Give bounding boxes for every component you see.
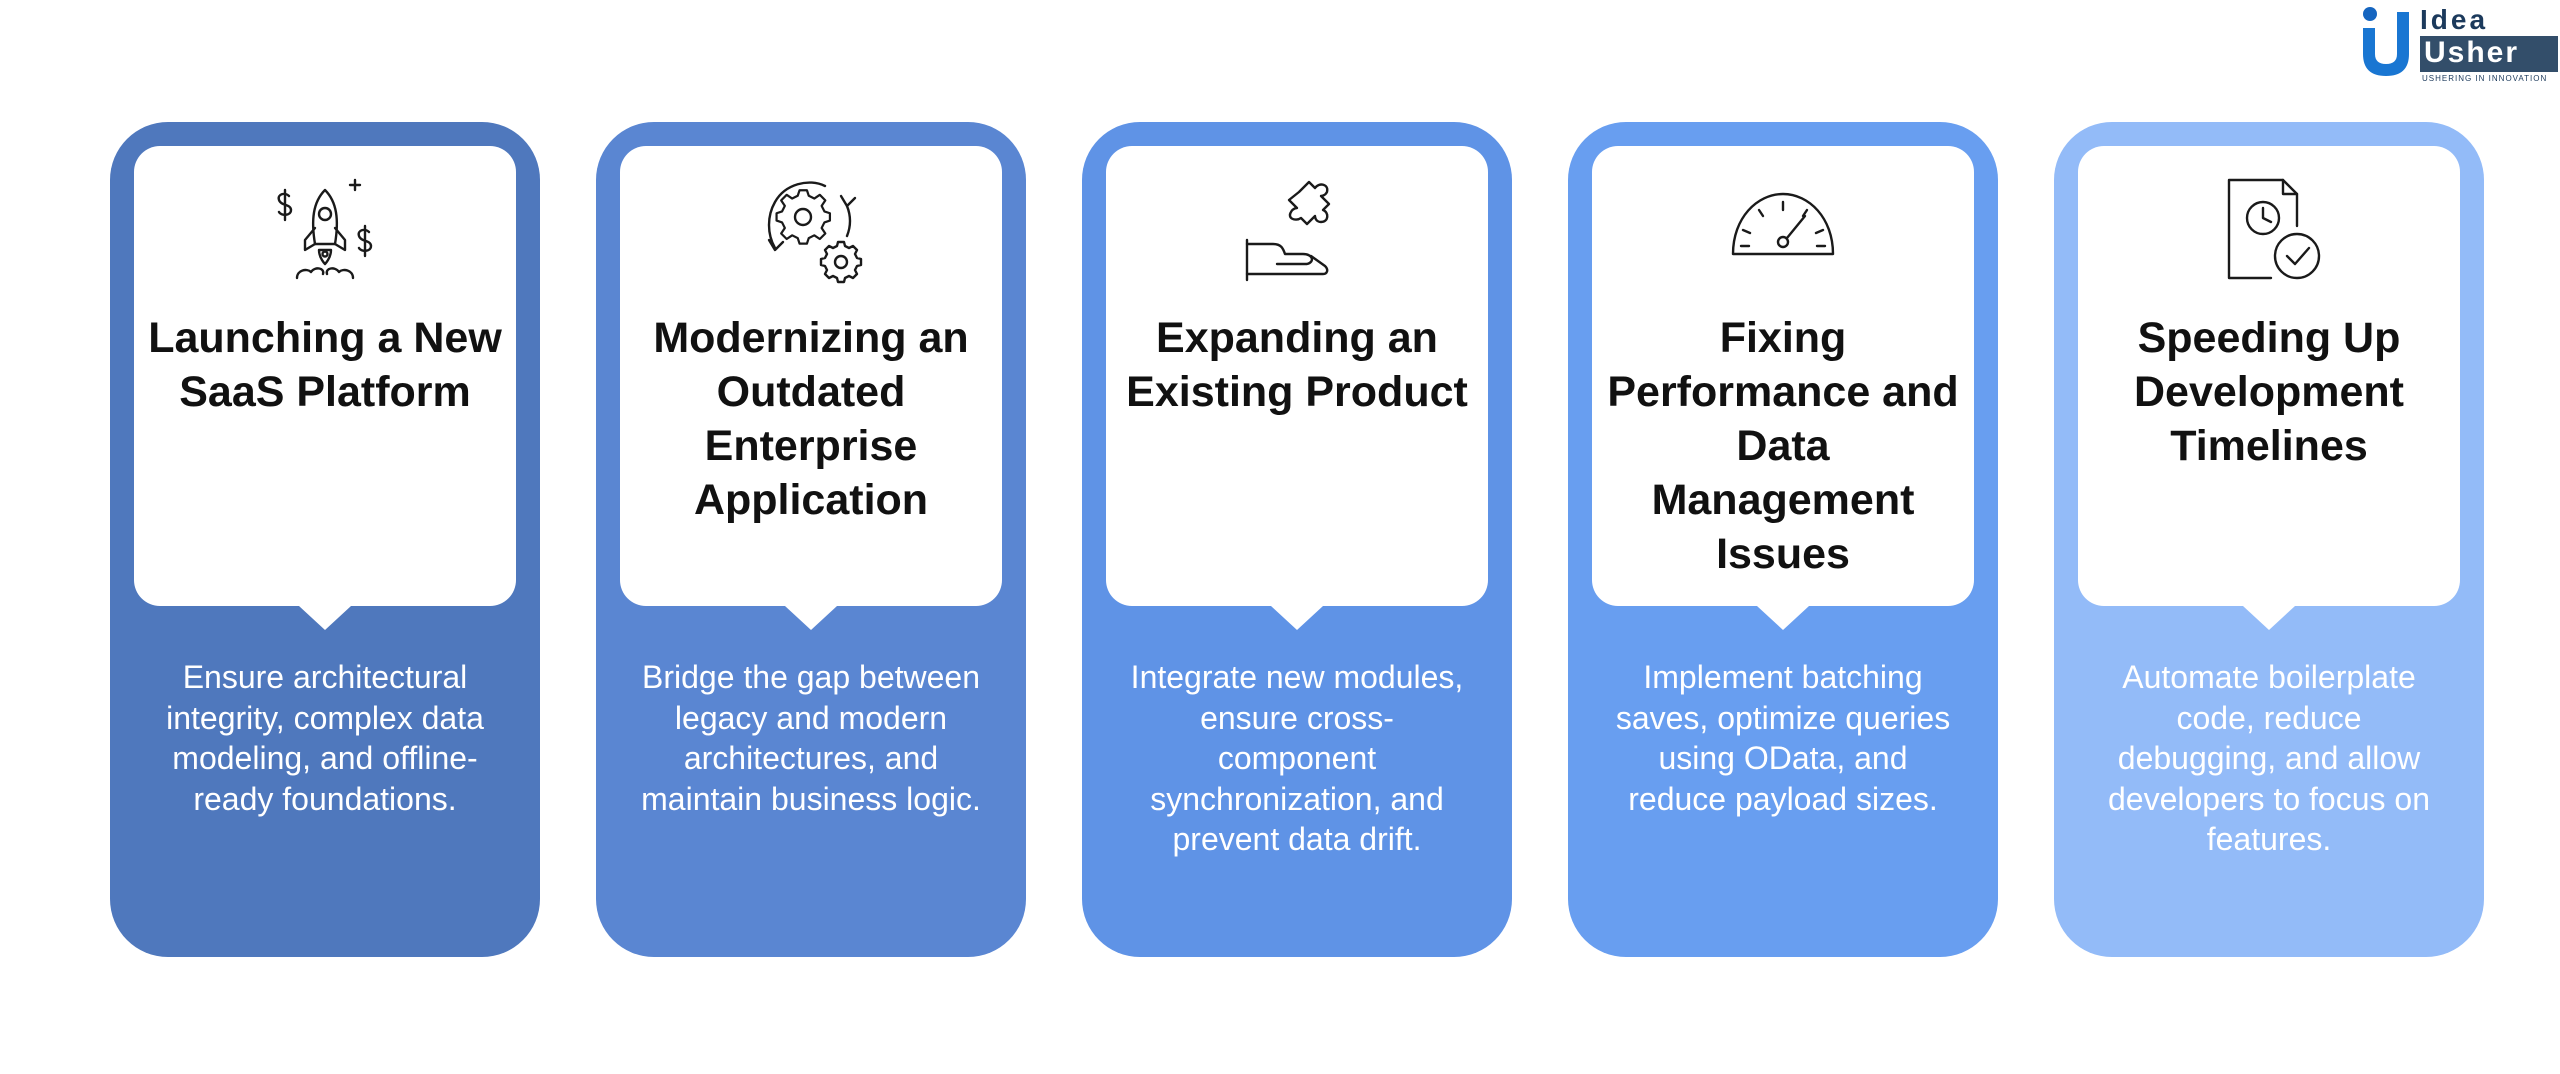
card-header-panel: Launching a New SaaS Platform — [134, 146, 516, 630]
logo-tagline: USHERING IN INNOVATION — [2422, 74, 2548, 83]
card-description: Implement batching saves, optimize queri… — [1615, 659, 1951, 817]
card-description: Bridge the gap between legacy and modern… — [641, 659, 981, 817]
card-expanding-product: Expanding an Existing Product Integrate … — [1082, 122, 1512, 957]
logo-usher-background — [2420, 36, 2558, 72]
card-pointer — [299, 606, 351, 630]
rocket-icon — [277, 178, 373, 280]
card-title: Launching a New SaaS Platform — [148, 314, 502, 416]
card-fixing-performance: Fixing Performance and Data Management I… — [1568, 122, 1998, 957]
speedometer-icon — [1731, 192, 1835, 256]
brand-logo: Idea Usher USHERING IN INNOVATION — [2350, 0, 2560, 90]
card-description: Integrate new modules, ensure cross-comp… — [1130, 659, 1464, 857]
logo-word-idea: Idea — [2420, 4, 2489, 35]
card-header-panel: Expanding an Existing Product — [1106, 146, 1488, 630]
card-saas-platform: Launching a New SaaS Platform Ensure arc… — [110, 122, 540, 957]
card-pointer — [1757, 606, 1809, 630]
card-title: Speeding Up Development Timelines — [2133, 314, 2404, 470]
card-pointer — [1271, 606, 1323, 630]
logo-u-mark-icon — [2363, 7, 2409, 76]
card-speeding-timelines: Speeding Up Development Timelines Automa… — [2054, 122, 2484, 957]
card-title: Expanding an Existing Product — [1126, 314, 1468, 416]
gears-refresh-icon — [767, 181, 863, 284]
card-description: Ensure architectural integrity, complex … — [166, 659, 484, 817]
card-header-panel: Speeding Up Development Timelines — [2078, 146, 2460, 630]
card-modernizing-enterprise: Modernizing an Outdated Enterprise Appli… — [596, 122, 1026, 957]
card-title: Modernizing an Outdated Enterprise Appli… — [653, 314, 969, 524]
card-header-panel: Fixing Performance and Data Management I… — [1592, 146, 1974, 630]
card-pointer — [785, 606, 837, 630]
card-header-panel: Modernizing an Outdated Enterprise Appli… — [620, 146, 1002, 630]
card-title: Fixing Performance and Data Management I… — [1607, 314, 1959, 578]
document-clock-icon — [2227, 178, 2321, 280]
card-description: Automate boilerplate code, reduce debugg… — [2108, 659, 2430, 857]
card-pointer — [2243, 606, 2295, 630]
puzzle-hand-icon — [1245, 180, 1331, 282]
logo-word-usher: Usher — [2424, 36, 2520, 69]
